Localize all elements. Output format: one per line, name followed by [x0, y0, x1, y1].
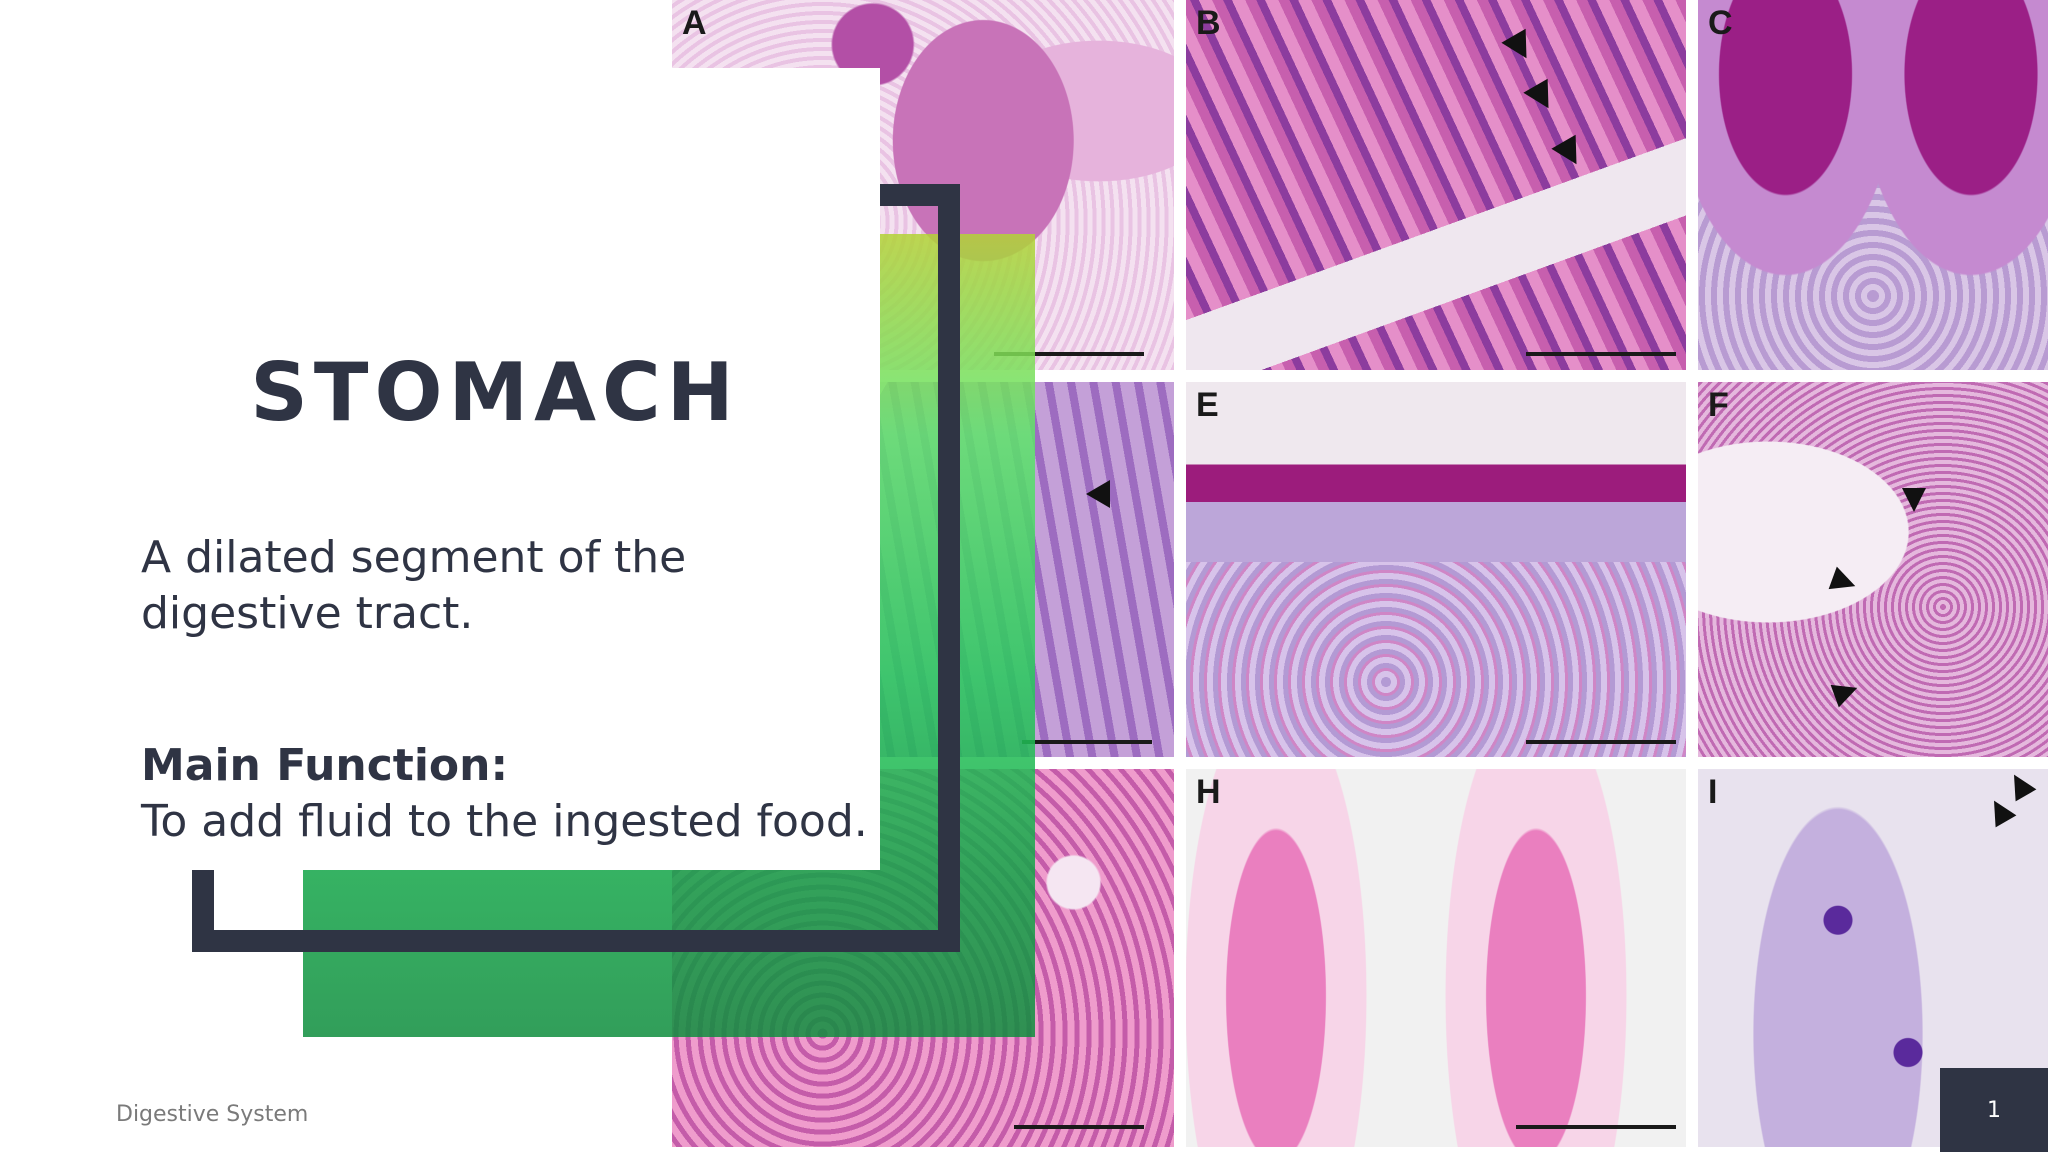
frame-line	[938, 184, 960, 952]
panel-f: F	[1698, 382, 2048, 757]
arrowhead-icon	[1983, 794, 2017, 828]
arrowhead-icon	[1551, 134, 1589, 172]
scale-bar	[1014, 1125, 1144, 1129]
panel-label-e: E	[1196, 386, 1219, 424]
arrowhead-icon	[1902, 488, 1926, 512]
arrowhead-icon	[2003, 769, 2037, 802]
function-text: To add fluid to the ingested food.	[141, 796, 868, 847]
frame-line	[192, 930, 960, 952]
arrowhead-icon	[1830, 676, 1862, 708]
arrowhead-icon	[1086, 480, 1110, 508]
panel-label-f: F	[1708, 386, 1729, 424]
scale-bar	[1526, 740, 1676, 744]
page-number: 1	[1940, 1068, 2048, 1152]
scale-bar	[1526, 352, 1676, 356]
panel-b: B	[1186, 0, 1686, 370]
panel-label-a: A	[682, 4, 707, 42]
frame-line	[192, 870, 214, 952]
panel-label-b: B	[1196, 4, 1221, 42]
scale-bar	[1022, 740, 1152, 744]
scale-bar	[994, 352, 1144, 356]
function-label: Main Function:	[141, 740, 509, 791]
scale-bar	[1516, 1125, 1676, 1129]
panel-e: E	[1186, 382, 1686, 757]
panel-label-h: H	[1196, 773, 1221, 811]
panel-c: C	[1698, 0, 2048, 370]
panel-label-c: C	[1708, 4, 1733, 42]
panel-label-i: I	[1708, 773, 1718, 811]
slide-title: STOMACH	[250, 346, 740, 439]
arrowhead-icon	[1828, 566, 1860, 598]
panel-h: H	[1186, 769, 1686, 1147]
arrowhead-icon	[1501, 28, 1539, 66]
slide-description: A dilated segment of the digestive tract…	[141, 532, 687, 639]
slide-footer: Digestive System	[116, 1102, 309, 1127]
content-card	[0, 68, 880, 870]
arrowhead-icon	[1523, 78, 1561, 116]
